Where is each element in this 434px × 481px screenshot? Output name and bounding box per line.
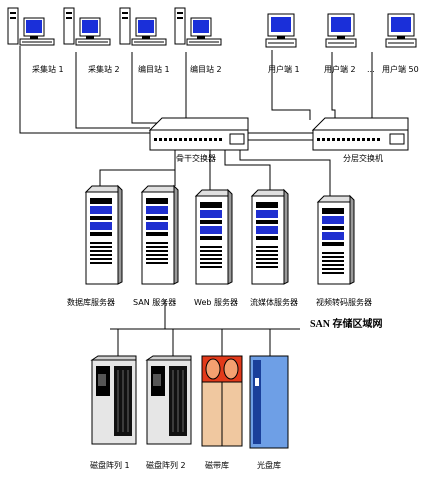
core-switch[interactable]: 骨干交换器 <box>148 117 249 163</box>
distribution-switch[interactable]: 分层交换机 <box>311 117 409 163</box>
disk-array-2[interactable] <box>145 355 192 445</box>
label-caiji-2: 采集站 2 <box>88 64 120 74</box>
workstation-labels: 采集站 1 采集站 2 编目站 1 编目站 2 用户端 1 用户端 2 ... … <box>32 64 419 74</box>
transcode-server[interactable] <box>316 194 355 285</box>
workstation-bianmu-2[interactable] <box>174 7 222 46</box>
label-core-switch: 骨干交换器 <box>176 153 216 163</box>
label-caiji-1: 采集站 1 <box>32 64 64 74</box>
user-terminal-50[interactable] <box>385 13 417 48</box>
label-web-server: Web 服务器 <box>194 297 238 307</box>
db-server[interactable] <box>84 184 123 285</box>
label-bianmu-1: 编目站 1 <box>138 64 170 74</box>
label-ellipsis: ... <box>367 65 375 74</box>
label-db-server: 数据库服务器 <box>67 297 115 307</box>
tape-library[interactable] <box>201 355 243 447</box>
label-user-50: 用户端 50 <box>382 64 419 74</box>
server-labels: 数据库服务器 SAN 服务器 Web 服务器 流媒体服务器 视频转码服务器 <box>67 297 372 307</box>
disk-array-1[interactable] <box>90 355 137 445</box>
servers-row <box>84 184 355 285</box>
optical-library[interactable] <box>249 355 289 449</box>
label-bianmu-2: 编目站 2 <box>190 64 222 74</box>
label-san: SAN 存储区域网 <box>310 317 383 330</box>
label-san-server: SAN 服务器 <box>133 297 176 307</box>
label-disk-array-2: 磁盘阵列 2 <box>146 460 186 470</box>
workstation-bianmu-1[interactable] <box>119 7 167 46</box>
monitor-screen <box>271 17 291 32</box>
monitor-screen <box>138 20 154 33</box>
storage-labels: 磁盘阵列 1 磁盘阵列 2 磁带库 光盘库 <box>90 460 281 470</box>
web-server[interactable] <box>194 188 233 285</box>
connection-lines <box>19 46 373 358</box>
label-user-1: 用户端 1 <box>268 64 300 74</box>
user-terminal-1[interactable] <box>265 13 297 48</box>
workstation-caiji-1[interactable] <box>7 7 55 46</box>
label-optical-library: 光盘库 <box>257 460 281 470</box>
label-distribution-switch: 分层交换机 <box>343 153 383 163</box>
user-terminal-2[interactable] <box>325 13 357 48</box>
monitor-screen <box>193 20 209 33</box>
label-media-server: 流媒体服务器 <box>250 297 298 307</box>
monitor-screen <box>82 20 98 33</box>
label-tape-library: 磁带库 <box>205 460 229 470</box>
monitor-screen <box>331 17 351 32</box>
label-user-2: 用户端 2 <box>324 64 356 74</box>
monitor-screen <box>391 17 411 32</box>
workstation-caiji-2[interactable] <box>63 7 111 46</box>
monitor-screen <box>26 20 42 33</box>
san-server[interactable] <box>140 184 179 285</box>
label-transcode-server: 视频转码服务器 <box>316 297 372 307</box>
media-server[interactable] <box>250 188 289 285</box>
label-disk-array-1: 磁盘阵列 1 <box>90 460 130 470</box>
